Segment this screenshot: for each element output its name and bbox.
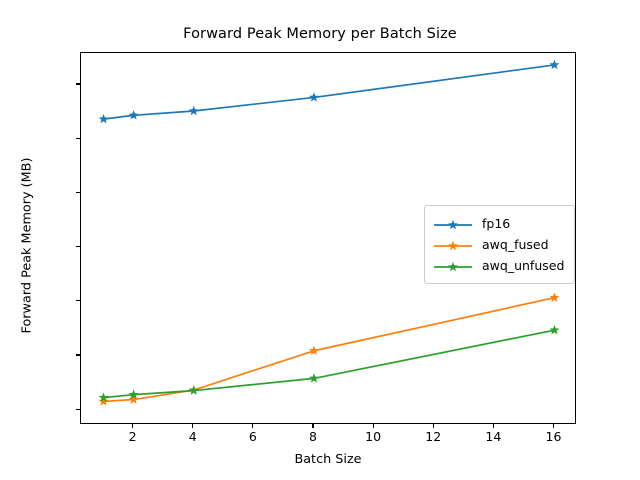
data-point-marker bbox=[128, 394, 139, 404]
y-tick-mark bbox=[76, 83, 80, 85]
series-canvas bbox=[98, 59, 560, 406]
legend-item-fp16[interactable]: fp16 bbox=[433, 213, 564, 234]
x-tick-mark bbox=[372, 424, 374, 428]
x-tick-mark bbox=[192, 424, 194, 428]
legend-item-awq_fused[interactable]: awq_fused bbox=[433, 234, 564, 255]
legend: fp16 awq_fused awq_unfused bbox=[424, 205, 576, 284]
data-point-marker bbox=[98, 396, 109, 406]
legend-swatch-icon bbox=[433, 217, 473, 231]
x-tick-mark bbox=[432, 424, 434, 428]
y-tick-mark bbox=[76, 246, 80, 248]
legend-label: fp16 bbox=[482, 216, 511, 231]
data-point-marker bbox=[549, 324, 560, 335]
legend-swatch-icon bbox=[433, 259, 473, 273]
data-point-marker bbox=[128, 110, 139, 120]
x-axis-label: Batch Size bbox=[294, 452, 362, 467]
x-tick-label: 8 bbox=[308, 429, 317, 444]
data-point-marker bbox=[98, 113, 109, 124]
y-tick-mark bbox=[76, 191, 80, 193]
data-point-marker bbox=[549, 59, 560, 70]
series-line bbox=[102, 296, 556, 403]
data-point-marker bbox=[98, 392, 109, 402]
x-tick-label: 14 bbox=[485, 429, 502, 444]
data-point-marker bbox=[128, 389, 139, 399]
data-point-marker bbox=[309, 345, 319, 355]
x-tick-label: 6 bbox=[248, 429, 257, 444]
data-point-marker bbox=[188, 385, 199, 395]
y-tick-mark bbox=[76, 137, 80, 139]
data-point-marker bbox=[188, 105, 199, 116]
y-tick-mark bbox=[76, 300, 80, 302]
series-awq_unfused bbox=[98, 324, 560, 402]
x-tick-mark bbox=[252, 424, 254, 428]
series-fp16 bbox=[98, 59, 560, 124]
series-line bbox=[102, 329, 556, 399]
x-tick-mark bbox=[492, 424, 494, 428]
y-tick-mark bbox=[76, 354, 80, 356]
y-tick-mark bbox=[76, 408, 80, 410]
x-tick-label: 10 bbox=[365, 429, 382, 444]
data-point-marker bbox=[309, 373, 319, 383]
legend-label: awq_unfused bbox=[482, 258, 565, 273]
legend-label: awq_fused bbox=[482, 237, 549, 252]
series-awq_fused bbox=[98, 292, 560, 406]
series-line bbox=[102, 64, 556, 120]
legend-item-awq_unfused[interactable]: awq_unfused bbox=[433, 255, 564, 276]
x-tick-label: 4 bbox=[188, 429, 197, 444]
x-tick-label: 2 bbox=[128, 429, 137, 444]
x-tick-mark bbox=[312, 424, 314, 428]
chart-title: Forward Peak Memory per Batch Size bbox=[183, 26, 457, 42]
y-axis-label: Forward Peak Memory (MB) bbox=[19, 157, 35, 334]
legend-swatch-icon bbox=[433, 238, 473, 252]
x-tick-label: 12 bbox=[425, 429, 442, 444]
x-tick-label: 16 bbox=[545, 429, 562, 444]
data-point-marker bbox=[309, 92, 319, 102]
x-tick-mark bbox=[132, 424, 134, 428]
data-point-marker bbox=[549, 292, 560, 302]
x-tick-mark bbox=[552, 424, 555, 428]
